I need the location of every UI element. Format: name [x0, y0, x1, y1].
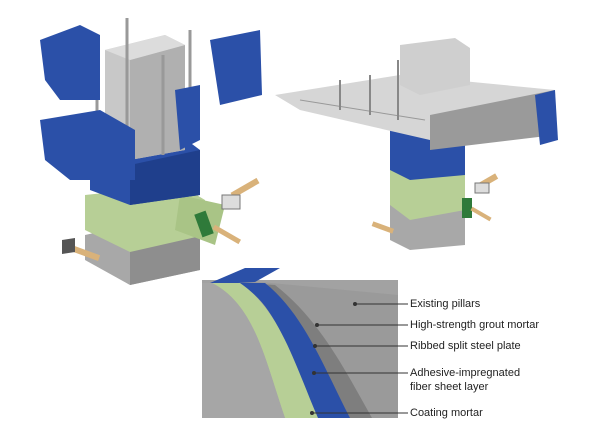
right-pillar-assembly [275, 38, 558, 250]
label-coating-mortar: Coating mortar [410, 407, 483, 419]
label-existing-pillars: Existing pillars [410, 298, 481, 310]
cross-section-inset [202, 268, 408, 418]
label-steel-plate: Ribbed split steel plate [410, 340, 521, 352]
label-fiber-sheet-line1: Adhesive-impregnated [410, 367, 521, 379]
label-grout-mortar: High-strength grout mortar [410, 319, 539, 331]
left-pillar-assembly [40, 18, 262, 285]
label-fiber-sheet-line2: fiber sheet layer [410, 381, 489, 393]
